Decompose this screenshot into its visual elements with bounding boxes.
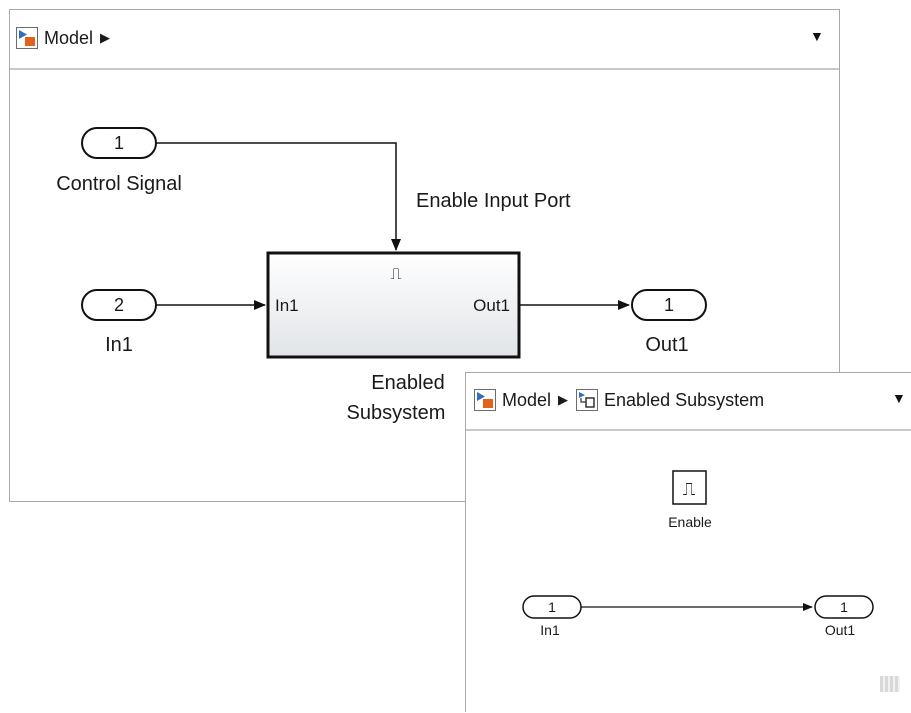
inport-in1-number: 2 <box>114 295 124 315</box>
model-icon[interactable] <box>474 389 496 411</box>
model-canvas: 1 Control Signal 2 In1 Enable Input Port… <box>56 127 707 424</box>
dropdown-arrow-icon[interactable]: ▼ <box>892 390 906 406</box>
model-window: Model ▶ ▼ 1 Control Signal 2 In1 <box>9 9 840 502</box>
enable-block-label: Enable <box>668 514 712 530</box>
inport-in1-label: In1 <box>105 334 133 356</box>
subsystem-inport-in1[interactable]: 1 <box>522 595 582 619</box>
breadcrumb-model-label[interactable]: Model <box>44 27 94 48</box>
subsystem-toolbar: Model ▶ Enabled Subsystem ▼ <box>466 373 911 431</box>
breadcrumb-model-label[interactable]: Model <box>502 389 552 410</box>
subsystem-icon[interactable] <box>576 389 599 411</box>
chevron-right-icon: ▶ <box>558 392 569 407</box>
breadcrumb: Model ▶ <box>16 27 110 49</box>
inport-control-signal-label: Control Signal <box>56 173 182 195</box>
resize-grip-icon[interactable] <box>880 676 900 692</box>
enable-pulse-icon: ⎍ <box>683 479 696 499</box>
enabled-subsystem-block[interactable]: ⎍ In1 Out1 <box>266 251 521 359</box>
inport-control-signal[interactable]: 1 <box>81 127 157 159</box>
enable-pulse-icon: ⎍ <box>390 266 401 283</box>
outport-out1-label: Out1 <box>645 334 688 356</box>
enable-input-port-annotation: Enable Input Port <box>416 190 571 212</box>
inport-in1[interactable]: 2 <box>81 289 157 321</box>
subsystem-window: Model ▶ Enabled Subsystem ▼ ⎍ Enable <box>465 372 911 712</box>
subsystem-in1-port-label: In1 <box>275 296 299 315</box>
chevron-right-icon: ▶ <box>100 30 111 45</box>
enabled-subsystem-label-line2: Subsystem <box>347 402 446 424</box>
signal-line-control[interactable] <box>156 142 401 251</box>
breadcrumb-subsystem-label[interactable]: Enabled Subsystem <box>604 389 765 410</box>
subsystem-canvas: ⎍ Enable 1 In1 1 Out1 <box>522 470 874 638</box>
subsystem-outport-out1-label: Out1 <box>825 622 856 638</box>
inport-control-signal-number: 1 <box>114 133 124 153</box>
subsystem-out1-port-label: Out1 <box>473 296 510 315</box>
subsystem-inport-in1-number: 1 <box>548 599 556 615</box>
subsystem-inport-in1-label: In1 <box>540 622 560 638</box>
outport-out1-number: 1 <box>664 295 674 315</box>
subsystem-outport-out1-number: 1 <box>840 599 848 615</box>
subsystem-breadcrumb: Model ▶ Enabled Subsystem <box>474 389 764 411</box>
model-toolbar: Model ▶ ▼ <box>10 10 839 70</box>
model-icon[interactable] <box>16 27 38 49</box>
enable-block[interactable]: ⎍ <box>672 470 707 505</box>
subsystem-outport-out1[interactable]: 1 <box>814 595 874 619</box>
enabled-subsystem-label-line1: Enabled <box>371 372 444 394</box>
dropdown-arrow-icon[interactable]: ▼ <box>810 28 824 44</box>
outport-out1[interactable]: 1 <box>631 289 707 321</box>
